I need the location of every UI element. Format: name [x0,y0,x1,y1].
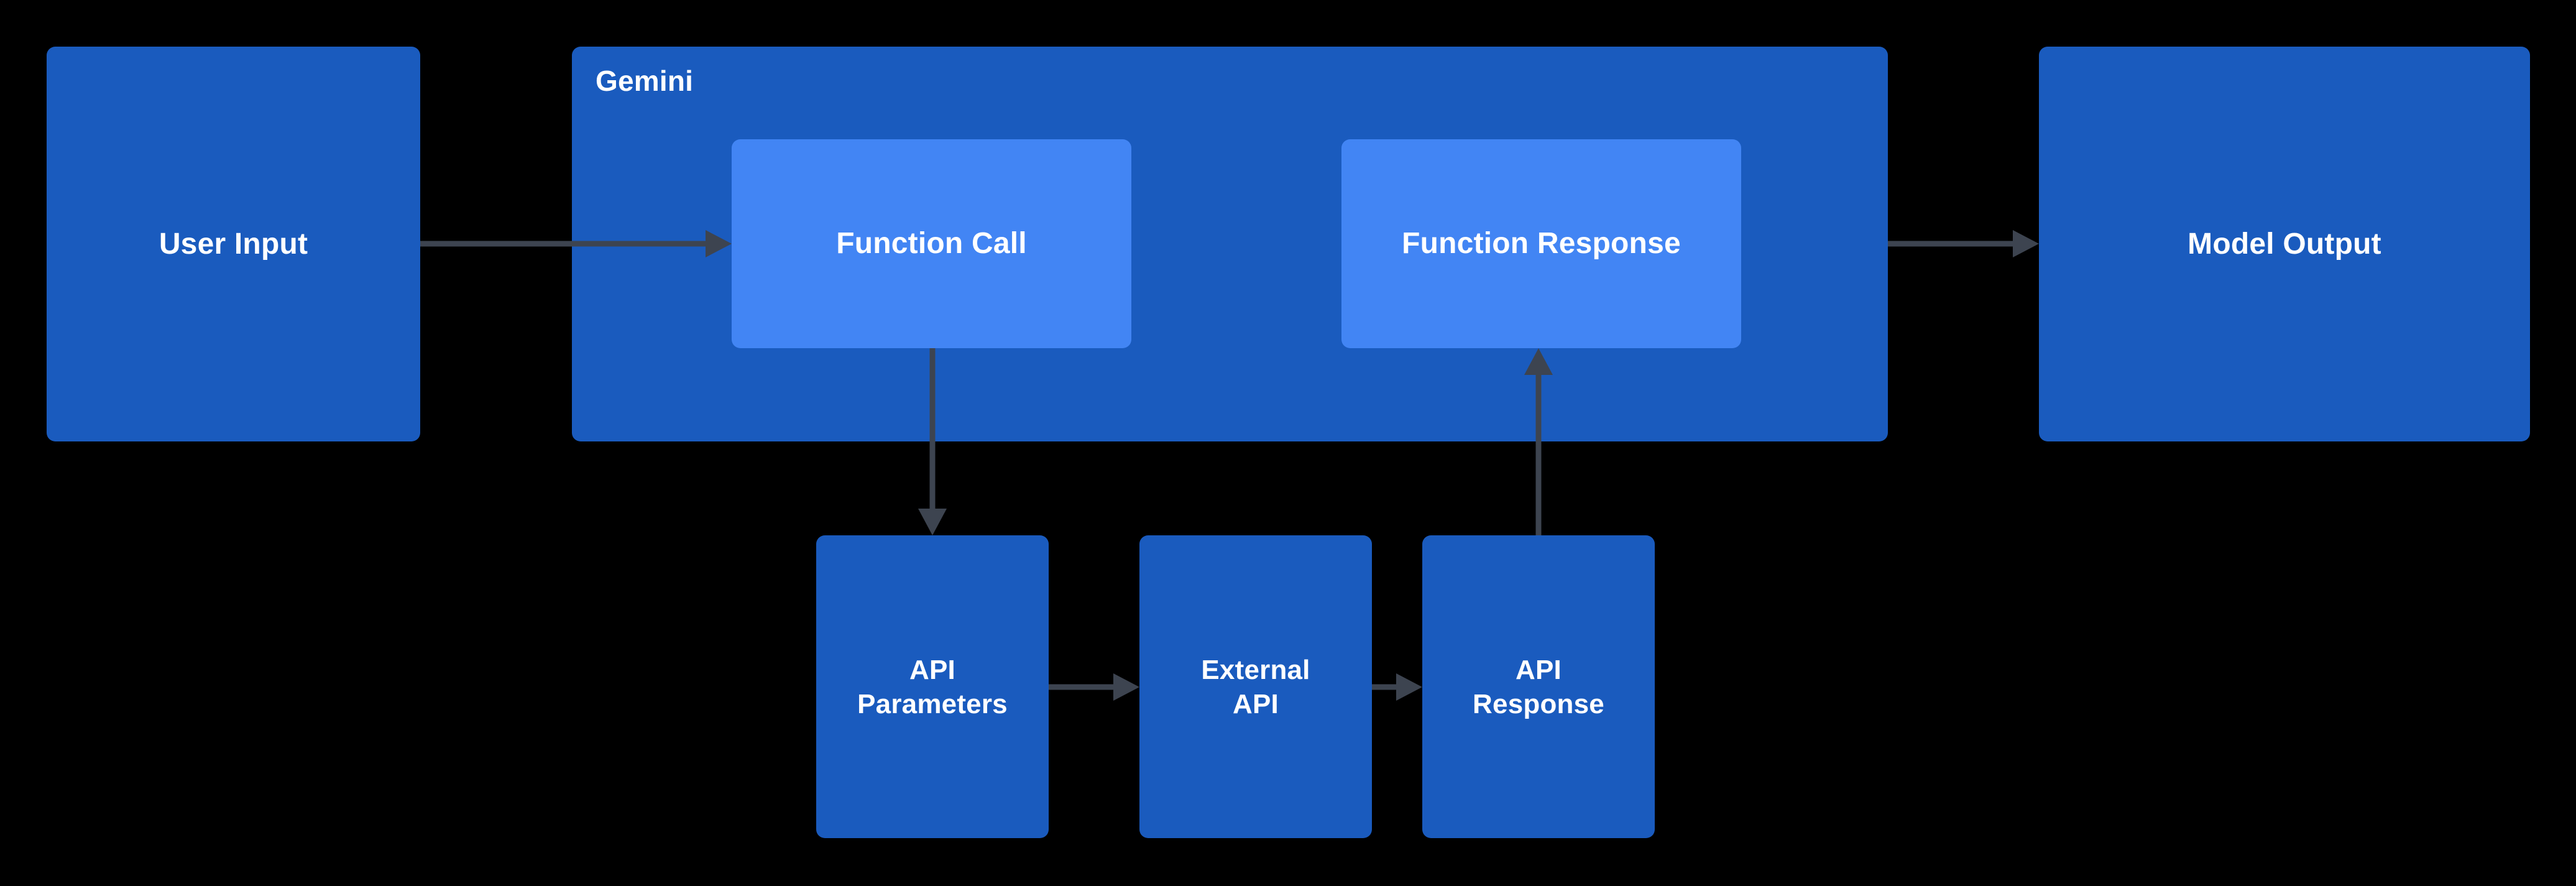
node-model-output[interactable]: Model Output [2039,47,2530,441]
node-external-api[interactable]: External API [1139,535,1372,838]
node-api-response[interactable]: API Response [1422,535,1655,838]
node-function-response[interactable]: Function Response [1341,139,1741,348]
node-user-input[interactable]: User Input [47,47,420,441]
edge-external-api-to-api-response [1372,673,1422,701]
node-api-parameters[interactable]: API Parameters [816,535,1049,838]
edge-api-parameters-to-external-api [1049,673,1139,701]
node-function-call[interactable]: Function Call [732,139,1131,348]
gemini-group-label: Gemini [596,65,694,97]
edge-function-response-to-model-output [1888,230,2039,257]
